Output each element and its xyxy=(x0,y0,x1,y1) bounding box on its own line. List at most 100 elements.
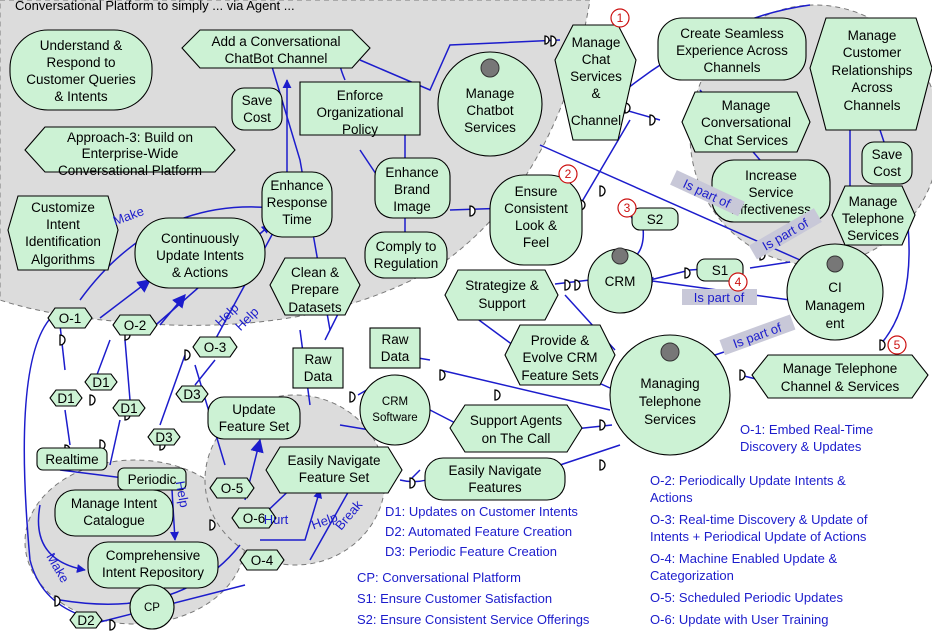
svg-text:Update Intents: Update Intents xyxy=(156,248,244,263)
goal-customize[interactable]: Customize Intent Identification Algorith… xyxy=(7,195,119,271)
svg-text:Conversational Platform: Conversational Platform xyxy=(58,163,202,178)
svg-text:S2: S2 xyxy=(647,212,664,227)
goal-enforce-policy[interactable]: Enforce Organizational Policy xyxy=(299,81,421,137)
option-o3[interactable]: O-3 xyxy=(192,336,238,358)
goal-ensure-look[interactable]: Ensure Consistent Look & Feel xyxy=(489,174,583,266)
data-d1-a[interactable]: D1 xyxy=(49,389,83,407)
svg-text:Manage: Manage xyxy=(466,86,515,101)
option-nodes: O-1 O-2 O-3 O-4 O-5 O-6 xyxy=(47,307,285,571)
svg-text:Customer: Customer xyxy=(843,45,902,60)
option-o1[interactable]: O-1 xyxy=(47,307,93,329)
svg-text:Look &: Look & xyxy=(515,218,557,233)
svg-text:Respond to: Respond to xyxy=(46,55,115,70)
data-d3-a[interactable]: D3 xyxy=(175,385,209,403)
option-o5[interactable]: O-5 xyxy=(209,477,255,499)
goal-comprehensive[interactable]: Comprehensive Intent Repository xyxy=(87,541,219,589)
svg-text:& Actions: & Actions xyxy=(172,265,229,280)
goal-manage-tel-channel[interactable]: Manage Telephone Channel & Services xyxy=(751,354,929,399)
option-o4[interactable]: O-4 xyxy=(239,549,285,571)
svg-text:O-1: O-1 xyxy=(59,311,82,326)
svg-text:Chat: Chat xyxy=(582,52,611,67)
svg-text:Effectiveness: Effectiveness xyxy=(731,202,811,217)
goal-clean-prepare[interactable]: Clean & Prepare Datasets xyxy=(269,257,361,316)
svg-text:Conversational: Conversational xyxy=(701,115,791,130)
svg-text:Enterprise-Wide: Enterprise-Wide xyxy=(82,146,179,161)
data-d2[interactable]: D2 xyxy=(69,611,103,629)
svg-text:Feel: Feel xyxy=(523,235,549,250)
goal-realtime[interactable]: Realtime xyxy=(36,447,108,471)
goal-enhance-brand[interactable]: Enhance Brand Image xyxy=(374,157,451,219)
help-label-3: Help xyxy=(173,480,192,509)
data-d1-b[interactable]: D1 xyxy=(84,373,118,391)
svg-text:Manage: Manage xyxy=(848,28,897,43)
resource-raw-data-1[interactable]: Raw Data xyxy=(369,327,421,369)
goal-manage-telephone[interactable]: Manage Telephone Services xyxy=(831,185,916,246)
goal-manage-conv-chat[interactable]: Manage Conversational Chat Services xyxy=(681,91,811,153)
svg-text:Easily Navigate: Easily Navigate xyxy=(287,453,380,468)
svg-text:Prepare: Prepare xyxy=(291,282,339,297)
goal-manage-chat-channel[interactable]: Manage Chat Services & Channel xyxy=(554,24,637,141)
goal-create-seamless[interactable]: Create Seamless Experience Across Channe… xyxy=(657,17,807,81)
svg-text:Feature Set: Feature Set xyxy=(219,419,290,434)
goal-update-feature[interactable]: Update Feature Set xyxy=(207,396,301,440)
data-d1-c[interactable]: D1 xyxy=(112,399,146,417)
goal-save-cost-right[interactable]: Save Cost xyxy=(861,141,913,185)
option-o2[interactable]: O-2 xyxy=(112,314,158,336)
svg-text:Raw: Raw xyxy=(304,352,331,367)
goal-comply[interactable]: Comply to Regulation xyxy=(364,231,448,279)
actor-crm[interactable]: CRM xyxy=(587,247,653,314)
goal-periodic[interactable]: Periodic xyxy=(117,467,187,491)
svg-text:Evolve CRM: Evolve CRM xyxy=(522,350,597,365)
goal-easily-nav-set[interactable]: Easily Navigate Feature Set xyxy=(265,446,403,494)
svg-text:Is part of: Is part of xyxy=(694,290,745,305)
actor-crm-software[interactable]: CRM Software xyxy=(359,374,431,446)
actor-chatbot[interactable]: Manage Chatbot Services xyxy=(437,51,543,157)
goal-understand[interactable]: Understand & Respond to Customer Queries… xyxy=(9,29,153,111)
svg-text:D1: Updates on Customer Intent: D1: Updates on Customer Intents xyxy=(385,504,578,519)
goal-support-agents[interactable]: Support Agents on The Call xyxy=(449,404,583,453)
goal-manage-intent-cat[interactable]: Manage Intent Catalogue xyxy=(54,489,174,537)
svg-text:Manage: Manage xyxy=(722,98,771,113)
svg-text:Customer Queries: Customer Queries xyxy=(26,72,136,87)
svg-text:Image: Image xyxy=(393,199,431,214)
goal-provide-evolve[interactable]: Provide & Evolve CRM Feature Sets xyxy=(504,324,616,386)
goal-manage-customer-rel[interactable]: Manage Customer Relationships Across Cha… xyxy=(809,17,932,131)
goal-continuously[interactable]: Continuously Update Intents & Actions xyxy=(134,217,266,289)
softgoal-s2[interactable]: S2 xyxy=(631,207,679,231)
svg-text:Intent Repository: Intent Repository xyxy=(102,565,204,580)
svg-text:Datasets: Datasets xyxy=(288,300,342,315)
svg-text:CP: Conversational Platform: CP: Conversational Platform xyxy=(357,570,521,585)
svg-text:CRM: CRM xyxy=(605,274,636,289)
svg-text:Regulation: Regulation xyxy=(374,256,439,271)
svg-text:Manage: Manage xyxy=(849,194,898,209)
goal-enhance-response[interactable]: Enhance Response Time xyxy=(261,171,333,238)
svg-text:Cost: Cost xyxy=(243,110,271,125)
goal-approach3[interactable]: Approach-3: Build on Enterprise-Wide Con… xyxy=(24,126,236,178)
resource-raw-data-2[interactable]: Raw Data xyxy=(292,347,344,389)
option-o6[interactable]: O-6 xyxy=(231,507,277,529)
svg-text:O-5: Scheduled Periodic Update: O-5: Scheduled Periodic Updates xyxy=(650,590,843,605)
goal-add-chatbot[interactable]: Add a Conversational ChatBot Channel xyxy=(181,29,371,69)
svg-text:Discovery & Updates: Discovery & Updates xyxy=(740,439,862,454)
actor-icon xyxy=(826,255,844,273)
svg-text:Update: Update xyxy=(232,402,276,417)
data-d3-b[interactable]: D3 xyxy=(147,428,181,446)
is-part-of-label-4: Is part of xyxy=(719,314,796,356)
svg-text:CRM: CRM xyxy=(382,396,408,408)
legend-right: O-1: Embed Real-Time Discovery & Updates… xyxy=(650,422,873,627)
legend-mid: D1: Updates on Customer Intents D2: Auto… xyxy=(385,504,578,559)
goal-easily-nav-features[interactable]: Easily Navigate Features xyxy=(424,457,566,501)
goal-save-cost-left[interactable]: Save Cost xyxy=(231,87,283,131)
goal-strategize[interactable]: Strategize & Support xyxy=(444,269,559,321)
actor-cp[interactable]: CP xyxy=(129,584,175,630)
svg-text:Software: Software xyxy=(372,412,417,424)
actor-telephone[interactable]: Managing Telephone Services xyxy=(609,334,731,456)
svg-text:Periodic: Periodic xyxy=(128,472,177,487)
svg-text:D1: D1 xyxy=(120,401,137,416)
svg-text:Realtime: Realtime xyxy=(45,452,98,467)
actor-ci-management[interactable]: CI Managem ent xyxy=(786,243,884,341)
svg-text:Telephone: Telephone xyxy=(842,211,904,226)
svg-text:Data: Data xyxy=(304,369,333,384)
svg-text:Telephone: Telephone xyxy=(639,394,701,409)
